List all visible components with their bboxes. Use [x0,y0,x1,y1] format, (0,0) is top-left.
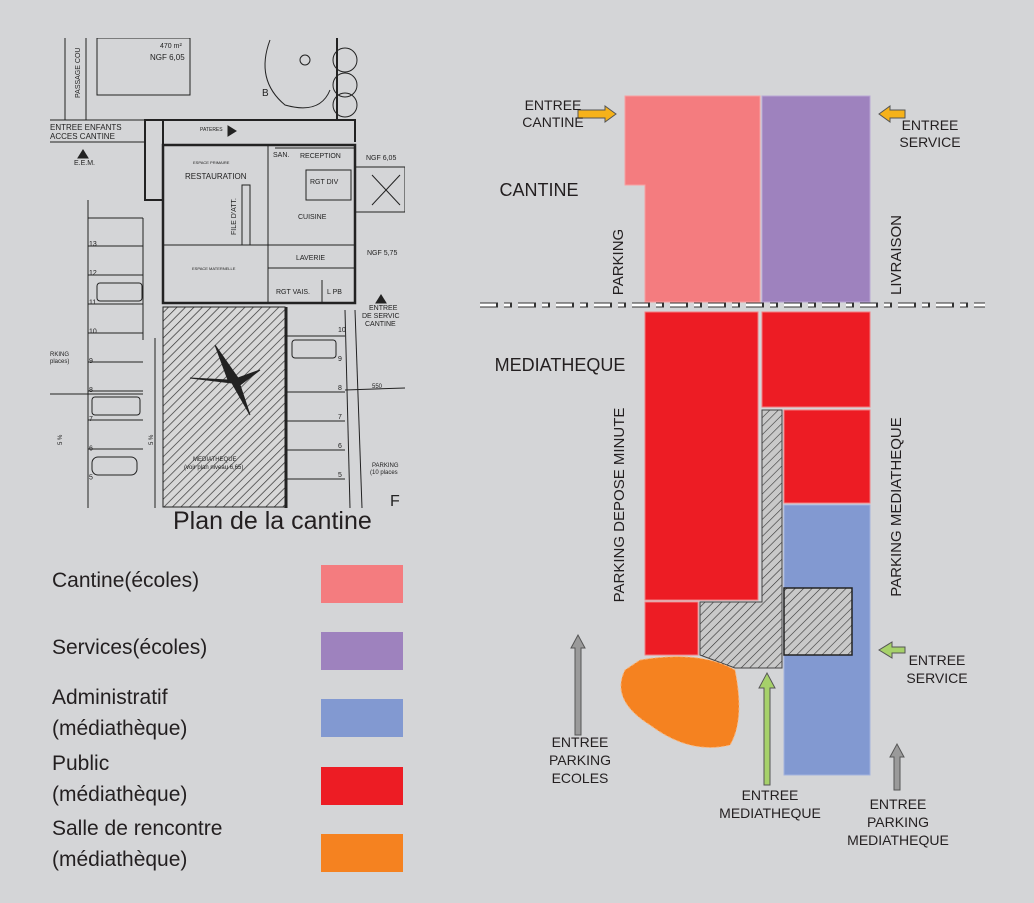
zone-public-mid-right [783,409,871,504]
plan-cuisine: CUISINE [298,214,327,221]
plan-entree-service-2: DE SERVIC [362,313,400,320]
plan-left-spot-8: 8 [89,387,93,394]
plan-reception: RECEPTION [300,153,341,160]
label-livraison: LIVRAISON [888,215,905,295]
arrow-entree-cantine [577,105,617,123]
plan-mediatheque-2: (voir plan niveau 6,65) [184,465,243,471]
arrow-entree-service-top [878,105,906,123]
plan-b: B [262,88,269,99]
plan-parking-left-2: places) [50,359,69,365]
legend-swatch-salle [321,834,403,872]
plan-rgt-div: RGT DIV [310,179,339,186]
label-entree-cantine-1: ENTREE [525,97,582,113]
legend-swatch-services [321,632,403,670]
plan-f: F [390,493,400,510]
plan-espace-primaire: ESPACE PRIMAIRE [193,160,230,165]
plan-file-att: FILE D'ATT. [231,198,238,235]
plan-passage: PASSAGE COU [75,48,82,98]
plan-slope-1: 5 % [58,434,64,445]
label-entree-service-top-1: ENTREE [902,117,959,133]
plan-parking-left-1: RKING [50,352,69,358]
arrow-entree-parking-ecoles [570,633,586,736]
plan-left-spot-7: 7 [89,416,93,423]
plan-right-spot-9: 9 [338,356,342,363]
label-entree-mediatheque-2: MEDIATHEQUE [719,805,821,821]
zone-services [761,95,871,303]
plan-ngf-top: NGF 6,05 [150,53,185,62]
legend-label-administratif: Administratif (médiathèque) [52,686,188,740]
label-entree-mediatheque-1: ENTREE [742,787,799,803]
plan-left-spot-6: 6 [89,445,93,452]
plan-acces-cantine: ACCES CANTINE [50,132,115,141]
label-entree-service-bottom-1: ENTREE [909,652,966,668]
label-entree-service-bottom-2: SERVICE [906,670,967,686]
plan-dim: 550 [372,384,383,390]
zone-circulation-box [783,587,853,656]
plan-right-spot-5: 5 [338,472,342,479]
plan-mediatheque-1: MEDIATHEQUE [193,457,237,463]
plan-left-spot-9: 9 [89,358,93,365]
legend-label-salle: Salle de rencontre (médiathèque) [52,817,223,871]
label-entree-parking-ecoles-3: ECOLES [552,770,609,786]
plan-left-spot-13: 13 [89,241,97,248]
plan-left-spot-5: 5 [89,475,93,482]
legend-swatch-administratif [321,699,403,737]
legend-label-cantine: Cantine(écoles) [52,569,200,592]
label-entree-parking-mediatheque-1: ENTREE [870,796,927,812]
plan-parking-right-1: PARKING [372,463,399,469]
label-entree-parking-ecoles-2: PARKING [549,752,611,768]
plan-entree-service-3: CANTINE [365,321,396,328]
plan-ngf-575: NGF 5,75 [367,250,397,257]
plan-left-spot-10: 10 [89,329,97,336]
plan-espace-maternelle: ESPACE MATERNELLE [192,266,236,271]
plan-pateres: PATERES [200,127,223,133]
plan-rgt-vais: RGT VAIS. [276,289,310,296]
label-parking-depose: PARKING DEPOSE MINUTE [611,408,628,603]
legend-swatch-public [321,767,403,805]
label-entree-service-top-2: SERVICE [899,134,960,150]
plan-san: SAN. [273,152,289,159]
plan-right-spot-10: 10 [338,327,346,334]
label-mediatheque: MEDIATHEQUE [495,355,626,375]
plan-left-spot-12: 12 [89,270,97,277]
legend-swatch-cantine [321,565,403,603]
arrow-entree-mediatheque [758,671,776,786]
plan-entree-enfants: ENTREE ENFANTS [50,123,122,132]
zone-public-main [644,311,759,601]
arrow-entree-parking-mediatheque [889,742,905,791]
zone-public-top-right [761,311,871,408]
label-entree-parking-ecoles-1: ENTREE [552,734,609,750]
label-entree-cantine-2: CANTINE [522,114,583,130]
legend-label-services: Services(écoles) [52,636,208,659]
plan-slope-2: 5 % [149,434,155,445]
zone-circulation [699,409,783,669]
plan-ngf-605: NGF 6,05 [366,155,396,162]
zone-public-small [644,601,699,656]
label-entree-parking-mediatheque-3: MEDIATHEQUE [847,832,949,848]
label-parking-mediatheque: PARKING MEDIATHEQUE [888,417,905,596]
legend-label-public: Public (médiathèque) [52,752,188,806]
zone-cantine [624,95,761,303]
plan-right-spot-7: 7 [338,414,342,421]
arrow-entree-service-bottom [878,641,906,659]
plan-left-spot-11: 11 [89,299,96,306]
plan-caption: Plan de la cantine [173,507,372,535]
label-cantine: CANTINE [499,180,578,200]
label-entree-parking-mediatheque-2: PARKING [867,814,929,830]
plan-restauration: RESTAURATION [185,172,247,181]
plan-lpb: L PB [327,289,342,296]
plan-eem: E.E.M. [74,160,95,167]
plan-entree-service-1: ENTREE [369,305,398,312]
plan-parking-right-2: (10 places [370,470,398,476]
zone-salle-rencontre [620,656,740,748]
plan-area: 470 m² [160,43,182,50]
plan-right-spot-6: 6 [338,443,342,450]
label-parking: PARKING [610,229,627,295]
plan-laverie: LAVERIE [296,255,325,262]
plan-right-spot-8: 8 [338,385,342,392]
